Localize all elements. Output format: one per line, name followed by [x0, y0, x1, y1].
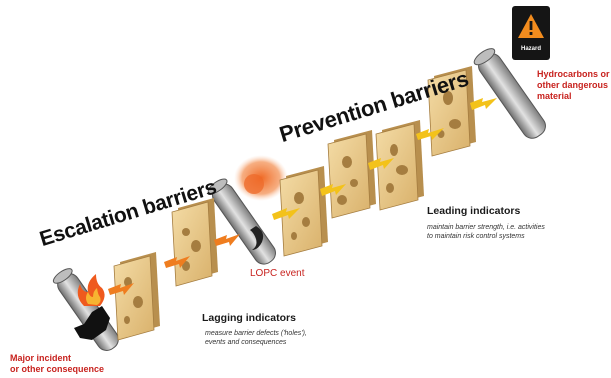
- lopc-event-label: LOPC event: [250, 268, 304, 279]
- lagging-indicators-title: Lagging indicators: [202, 312, 296, 324]
- leading-indicators-title: Leading indicators: [427, 205, 520, 217]
- hazard-label-line-2: other dangerous: [537, 80, 608, 91]
- escalation-barrier-1: [172, 198, 218, 286]
- escalation-barrier-2: [114, 252, 160, 340]
- leading-indicators-desc-2: to maintain risk control systems: [427, 232, 525, 241]
- lagging-indicators-desc-2: events and consequences: [205, 338, 286, 347]
- fire-icon: [78, 274, 105, 306]
- hazard-label-line-1: Hydrocarbons or: [537, 69, 610, 80]
- prevention-barrier-3: [328, 130, 376, 218]
- hazard-badge-label: Hazard: [512, 46, 550, 52]
- lagging-indicators-desc-1: measure barrier defects ('holes'),: [205, 329, 307, 338]
- prevention-barrier-4: [280, 166, 328, 256]
- leading-indicators-desc-1: maintain barrier strength, i.e. activiti…: [427, 223, 545, 232]
- hazard-label-line-3: material: [537, 91, 572, 102]
- major-incident-line-1: Major incident: [10, 353, 71, 364]
- major-incident-line-2: or other consequence: [10, 364, 104, 375]
- consequence-pipe: [51, 266, 122, 354]
